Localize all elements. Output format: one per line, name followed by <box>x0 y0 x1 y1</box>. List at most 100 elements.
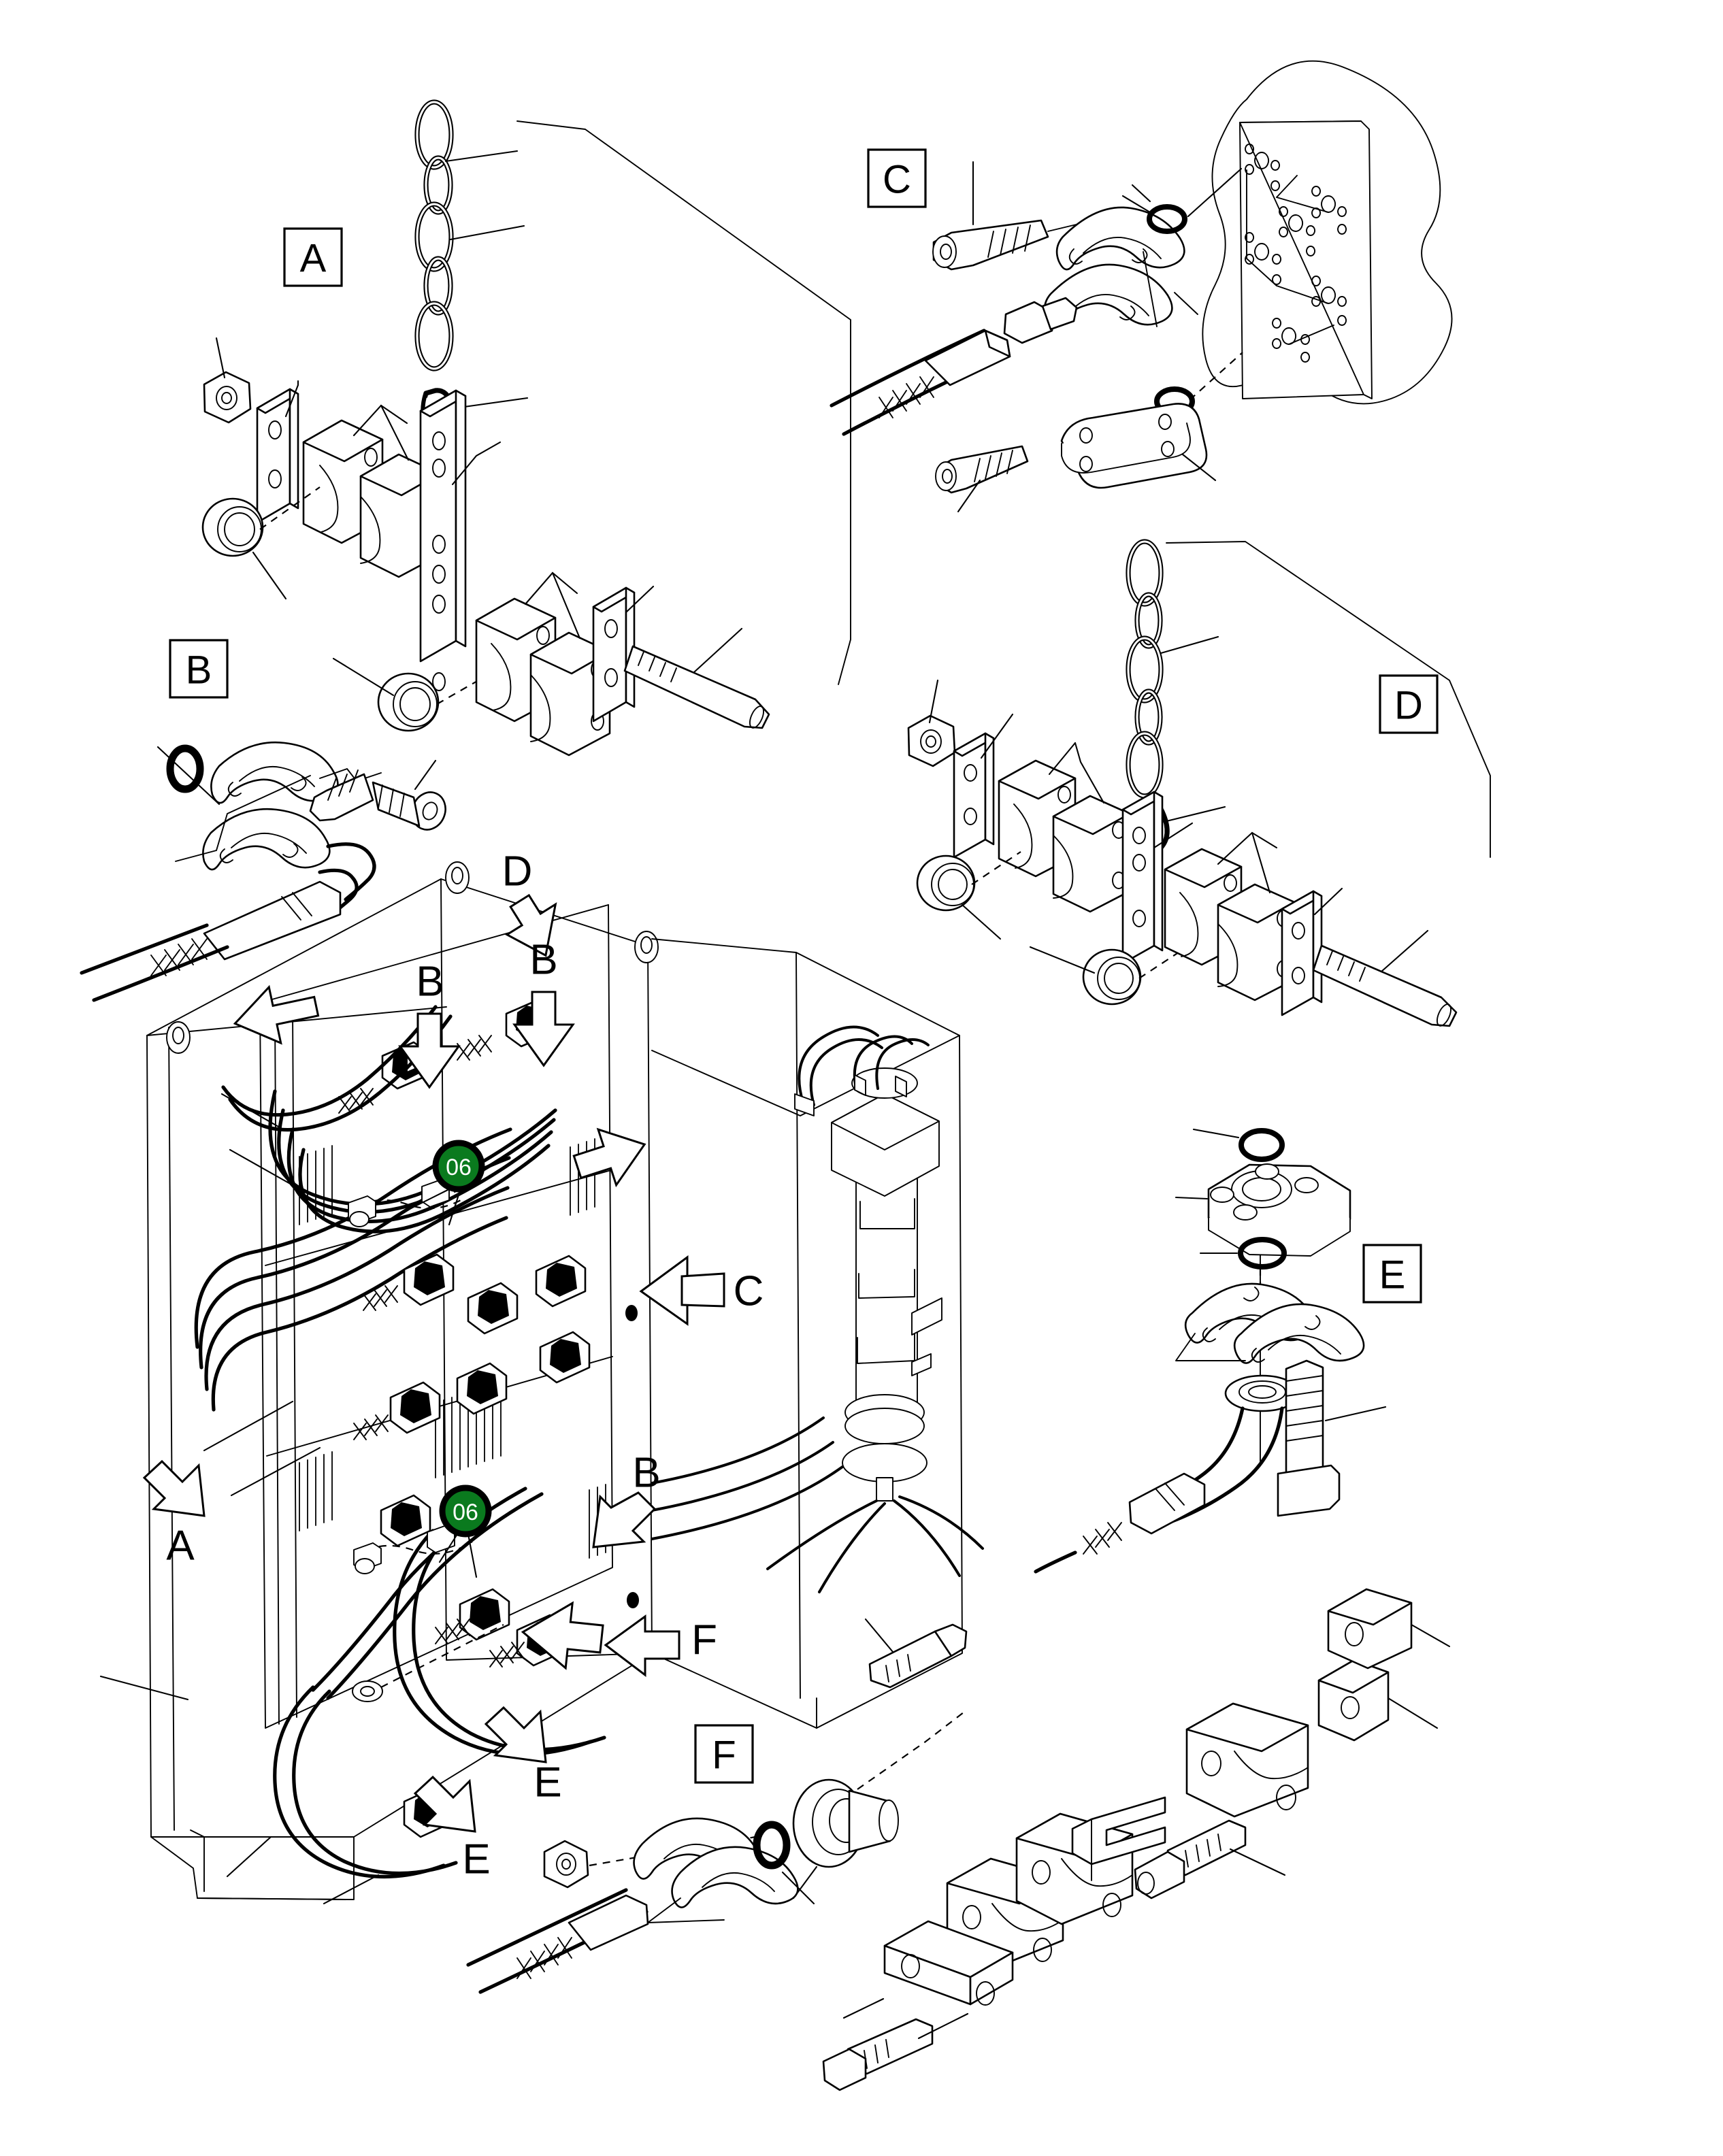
eye-bolt-icon <box>166 1021 191 1054</box>
split-flange-half-icon <box>671 1846 799 1908</box>
clamp-block-icon <box>529 571 611 757</box>
socket-bolt-icon <box>1312 929 1458 1027</box>
main-assembly <box>99 861 984 1905</box>
mounting-panel-icon <box>1202 60 1453 405</box>
boxed-label-f-text: F <box>712 1734 736 1778</box>
grommet-icon <box>1029 946 1142 1006</box>
cover-flange-icon <box>1060 403 1217 489</box>
strap-plate-icon <box>1121 791 1194 965</box>
callout-arrow-frame-top <box>233 984 320 1045</box>
callout-a-left: A <box>142 1459 206 1570</box>
callout-b-mid-text: B <box>632 1450 660 1497</box>
boxed-label-d: D <box>1379 674 1439 734</box>
callout-arrow-frame-right <box>572 1127 646 1188</box>
socket-head-bolt-icon <box>309 759 446 831</box>
callout-b-top-right: B <box>512 937 575 1067</box>
o-ring-icon <box>1192 1128 1285 1162</box>
hose-fitting-icon <box>535 1255 587 1308</box>
hex-bolt-icon <box>1277 1359 1387 1517</box>
callout-f-mid: F <box>604 1614 717 1678</box>
callout-f-mid-text: F <box>691 1617 717 1664</box>
badge-06-lower[interactable]: 06 <box>439 1485 492 1538</box>
split-flange-half-icon <box>202 808 331 871</box>
socket-head-bolt-icon <box>935 445 1029 513</box>
boxed-label-c-text: C <box>883 158 911 202</box>
boxed-label-b: B <box>169 639 229 699</box>
callout-e-lower: E <box>484 1706 562 1806</box>
hose-fitting-icon <box>456 1362 508 1415</box>
section-f <box>466 1588 1451 2091</box>
callout-b-top-left-text: B <box>416 959 444 1006</box>
callout-d-top-text: D <box>502 848 533 895</box>
boxed-label-b-text: B <box>186 648 212 693</box>
socket-bolt-icon <box>623 627 770 729</box>
grommet-icon <box>332 657 440 732</box>
boxed-label-d-text: D <box>1394 684 1423 728</box>
spacer-plate-icon <box>842 1920 1014 2019</box>
boxed-label-e-text: E <box>1379 1253 1406 1297</box>
hex-bolt-icon <box>822 2012 969 2091</box>
section-b <box>80 741 446 1002</box>
callout-c-mid-text: C <box>734 1268 764 1315</box>
split-flange-half-icon <box>210 741 339 804</box>
grommet-icon <box>201 497 287 600</box>
callout-d-top: D <box>502 848 557 957</box>
boxed-label-e: E <box>1362 1244 1422 1304</box>
boxed-label-f: F <box>694 1724 754 1784</box>
o-ring-icon <box>1121 195 1187 234</box>
callout-b-mid: B <box>592 1450 661 1548</box>
hose-fitting-icon <box>380 1494 431 1547</box>
hose-assembly-icon <box>830 297 1078 436</box>
boxed-label-a-text: A <box>300 237 327 281</box>
o-ring-icon <box>157 744 220 806</box>
badge-06-upper[interactable]: 06 <box>432 1140 485 1193</box>
hose-fitting-icon <box>403 1253 455 1306</box>
o-ring-icon <box>753 1821 815 1905</box>
section-a-hardware <box>201 337 770 757</box>
section-e <box>1034 1128 1387 1574</box>
hose-fitting-icon <box>539 1331 591 1384</box>
callout-arrow-frame-mid <box>521 1601 604 1670</box>
clamp-block-icon <box>1217 831 1296 1001</box>
cover-plate-icon <box>1071 1796 1166 1881</box>
hose-fitting-icon <box>389 1381 441 1434</box>
spacer-plate-icon <box>1317 1659 1439 1742</box>
clamp-detail-lower <box>353 1525 473 1574</box>
eye-bolt-icon <box>634 931 659 963</box>
split-flange-half-icon <box>1055 206 1185 271</box>
clamp-block-icon <box>1052 742 1131 913</box>
split-flange-half-icon <box>1233 1303 1365 1364</box>
callout-e-lower-text: E <box>534 1759 561 1806</box>
flange-adapter-icon <box>792 1778 899 1900</box>
callout-e-bottom: E <box>413 1775 491 1883</box>
hose-fitting-icon <box>467 1282 519 1335</box>
callout-c-mid: C <box>639 1255 764 1326</box>
callout-b-top-right-text: B <box>529 937 557 984</box>
hydraulic-hoses-mid <box>194 1005 591 1440</box>
telescopic-cylinder-icon <box>766 1025 984 1593</box>
o-ring-icon <box>1199 1237 1287 1270</box>
clamp-block-icon <box>1327 1588 1451 1670</box>
clamp-block-icon <box>1185 1702 1309 1818</box>
section-d <box>907 539 1491 1027</box>
section-c <box>830 60 1453 513</box>
hex-bolt-icon <box>864 1618 968 1689</box>
boxed-label-a: A <box>283 227 343 287</box>
socket-head-bolt-icon <box>932 161 1049 271</box>
badge-06-upper-text: 06 <box>446 1155 472 1180</box>
callout-a-left-text: A <box>166 1523 195 1570</box>
hex-nut-icon <box>907 679 956 767</box>
mounting-plate-icon <box>592 585 655 723</box>
chain-icon <box>1126 539 1164 799</box>
mounting-plate-icon <box>1281 887 1343 1016</box>
socket-head-bolt-icon <box>1134 1819 1286 1900</box>
grommet-icon <box>916 855 1002 940</box>
strap-plate-icon <box>419 389 502 691</box>
hose-fitting-icon <box>459 1588 510 1641</box>
mounting-plate-icon <box>256 380 299 524</box>
hose-assembly-icon <box>466 1888 649 1994</box>
hex-nut-icon <box>543 1840 589 1889</box>
callout-e-bottom-text: E <box>462 1836 490 1883</box>
chain-icon <box>414 99 454 371</box>
